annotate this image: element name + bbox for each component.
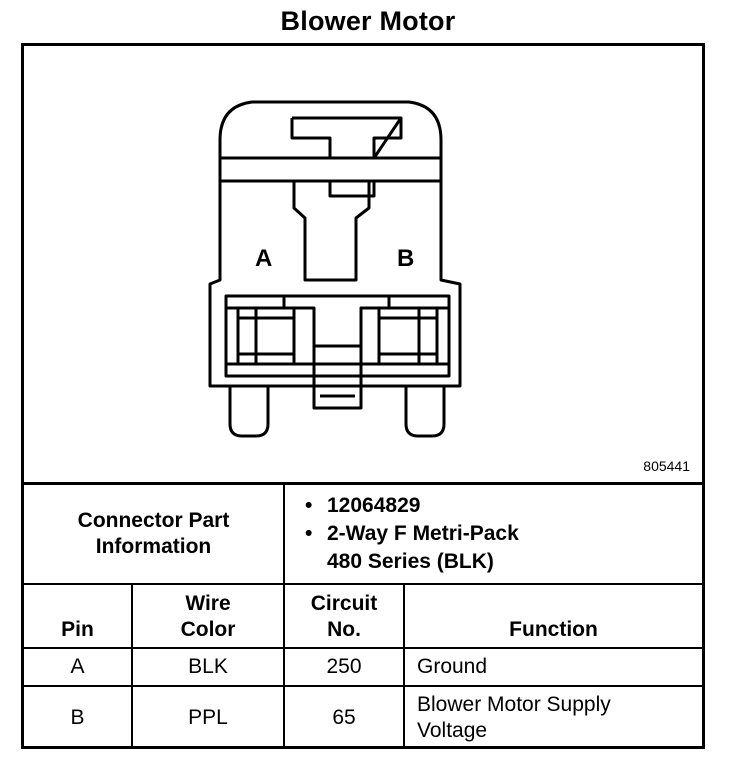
list-item: 2-Way F Metri-Pack 480 Series (BLK): [305, 520, 702, 576]
row-pin: A: [24, 647, 133, 687]
connector-band: [220, 156, 441, 183]
connector-face-drawing: [208, 100, 462, 438]
bottom-latch: [312, 386, 363, 410]
figure-number: 805441: [643, 458, 690, 474]
row-circuit: 250: [283, 647, 405, 687]
connector-info-table: Connector Part Information 12064829 2-Wa…: [24, 485, 702, 748]
row-pin: B: [24, 685, 133, 748]
right-foot: [404, 386, 446, 438]
diagram-frame: A B 805441 Connector Part Information 12…: [21, 43, 705, 749]
header-circuit: Circuit No.: [283, 583, 405, 649]
left-foot: [228, 386, 270, 438]
header-function: Function: [403, 583, 702, 649]
pin-a-label: A: [255, 245, 273, 272]
key-tab: [290, 116, 403, 160]
connector-part-label: Connector Part Information: [24, 485, 285, 585]
table-row: A BLK 250 Ground: [24, 647, 702, 687]
table-row: B PPL 65 Blower Motor Supply Voltage: [24, 685, 702, 748]
connector-part-row: Connector Part Information 12064829 2-Wa…: [24, 485, 702, 585]
list-item: 12064829: [305, 492, 702, 520]
row-function: Blower Motor Supply Voltage: [403, 685, 702, 748]
connector-part-details: 12064829 2-Way F Metri-Pack 480 Series (…: [283, 485, 702, 585]
connector-body-outline: [208, 100, 462, 388]
row-color: BLK: [131, 647, 285, 687]
header-pin: Pin: [24, 583, 133, 649]
table-header-row: Pin Wire Color Circuit No. Function: [24, 583, 702, 649]
row-function: Ground: [403, 647, 702, 687]
key-stem: [292, 181, 371, 282]
header-wire-color: Wire Color: [131, 583, 285, 649]
connector-diagram-area: A B 805441: [24, 46, 702, 485]
row-color: PPL: [131, 685, 285, 748]
row-circuit: 65: [283, 685, 405, 748]
page-title: Blower Motor: [280, 6, 456, 36]
pin-b-label: B: [397, 245, 415, 272]
terminal-housing: [224, 294, 451, 378]
